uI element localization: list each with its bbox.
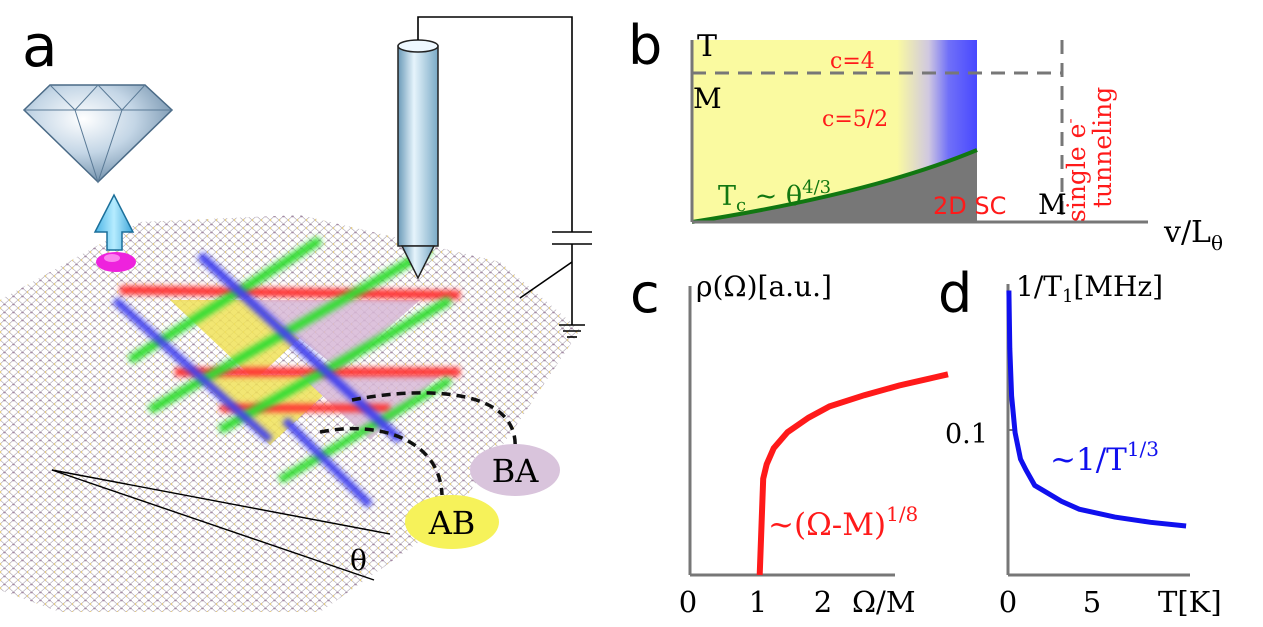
theta-label: θ (350, 544, 367, 577)
stacking-boundaries (319, 391, 517, 496)
emission-arrow-icon (93, 193, 135, 251)
c-xtick-0: 0 (679, 585, 697, 619)
sc-label: 2D SC (933, 192, 1006, 220)
d-ylabel: 1/T1[MHz] (1016, 270, 1163, 307)
c52-label: c=5/2 (822, 107, 888, 132)
sc-region (692, 150, 977, 222)
d-ytick-label: 0.1 (945, 419, 988, 450)
d-xtick-5: 5 (1083, 585, 1101, 619)
c-xtick-1: 1 (749, 585, 767, 619)
c-xlabel: Ω/M (852, 585, 916, 619)
circuit-wire (417, 16, 592, 338)
single-e-tunneling-label-line1: single e- (1061, 118, 1091, 222)
twist-angle-lines (51, 469, 391, 581)
d-annotation: ~1/T1/3 (1050, 437, 1159, 478)
b-ylabel: T (697, 29, 717, 64)
panel-a-letter: a (22, 12, 58, 80)
panel-d-letter: d (938, 262, 972, 325)
stm-tip-icon (397, 39, 439, 280)
ab-label: AB (428, 504, 476, 542)
tc-curve (691, 148, 978, 224)
dos-curve (756, 371, 949, 576)
panel-a: a (0, 12, 592, 612)
ab-region-badge (405, 495, 499, 549)
m-right-label: M (1038, 188, 1067, 221)
m-top-label: M (693, 82, 722, 115)
spin-probe-icon (96, 252, 136, 272)
panel-c-letter: c (630, 262, 660, 325)
c-annotation: ~(Ω-M)1/8 (768, 502, 918, 543)
panel-b: b T c=4 M c=5/2 Tc ~ θ4/3 2D SC M single… (628, 14, 1223, 255)
relaxation-curve (1006, 290, 1187, 529)
panel-b-letter: b (628, 14, 662, 77)
b-xlabel: v/Lθ (1163, 215, 1223, 255)
c-ylabel: ρ(Ω)[a.u.] (696, 270, 832, 303)
ba-label: BA (492, 452, 540, 490)
single-e-tunneling-label-line2: tunneling (1088, 87, 1117, 208)
c-xtick-2: 2 (814, 585, 832, 619)
d-xtick-0: 0 (999, 585, 1017, 619)
panel-d: d 1/T1[MHz] 0.1 ~1/T1/3 0 5 T[K] (938, 262, 1222, 619)
ba-region-badge (470, 444, 560, 496)
tc-scaling-label: Tc ~ θ4/3 (718, 177, 831, 216)
d-xlabel: T[K] (1158, 585, 1222, 619)
panel-c: c ρ(Ω)[a.u.] ~(Ω-M)1/8 0 1 2 Ω/M (630, 262, 949, 619)
diamond-icon (22, 84, 174, 184)
c4-label: c=4 (830, 49, 875, 74)
domain-walls-blue (112, 251, 404, 508)
